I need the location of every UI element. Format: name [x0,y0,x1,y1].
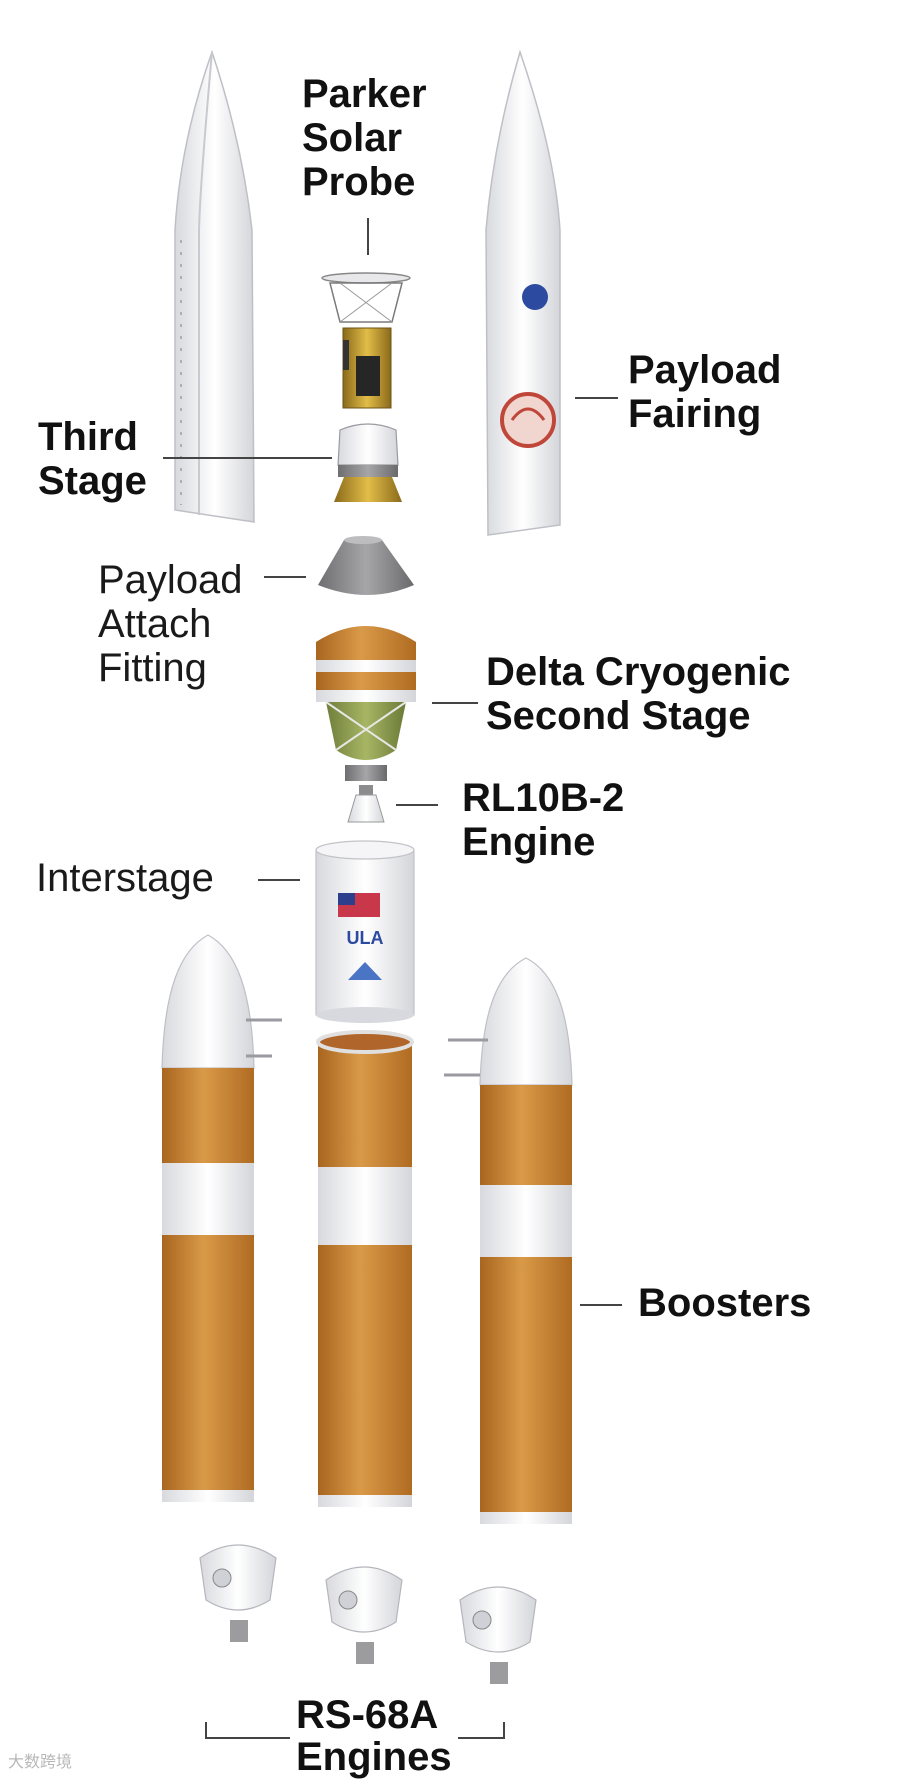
leader-line-rs68a-left [205,1722,290,1739]
label-payload-attach-fitting: Payload Attach Fitting [98,558,243,690]
right-booster [444,957,573,1524]
mission-patch-icon [500,392,556,448]
rs68a-engine-left [199,1544,277,1642]
watermark-text: 大数跨境 [8,1752,73,1771]
label-rs68a-engines: RS-68A Engines [296,1693,452,1779]
payload-fairing-left-half [174,49,255,523]
rl10b2-engine-part [347,785,385,823]
ula-logo: ULA [347,928,384,948]
label-parker-solar-probe: Parker Solar Probe [302,72,427,204]
delta-cryogenic-second-stage-part [316,626,416,781]
label-rl10b2-engine: RL10B-2 Engine [462,776,625,864]
nasa-logo-icon [522,284,548,310]
label-interstage: Interstage [36,856,214,900]
core-booster [316,1030,414,1507]
label-third-stage: Third Stage [38,415,147,503]
leader-line-rs68a-right [458,1722,505,1739]
interstage-part: ULA [315,840,415,1023]
payload-attach-fitting-part [318,536,414,595]
leader-lines [163,218,622,1739]
payload-fairing-right-half [485,49,561,536]
rs68a-engine-center [325,1566,403,1664]
parker-solar-probe-spacecraft [321,272,411,409]
label-boosters: Boosters [638,1281,812,1325]
rs68a-engine-right [459,1586,537,1684]
third-stage-motor [334,423,402,502]
left-booster [161,934,282,1502]
label-payload-fairing: Payload Fairing [628,348,782,436]
label-delta-cryogenic-second-stage: Delta Cryogenic Second Stage [486,650,791,738]
